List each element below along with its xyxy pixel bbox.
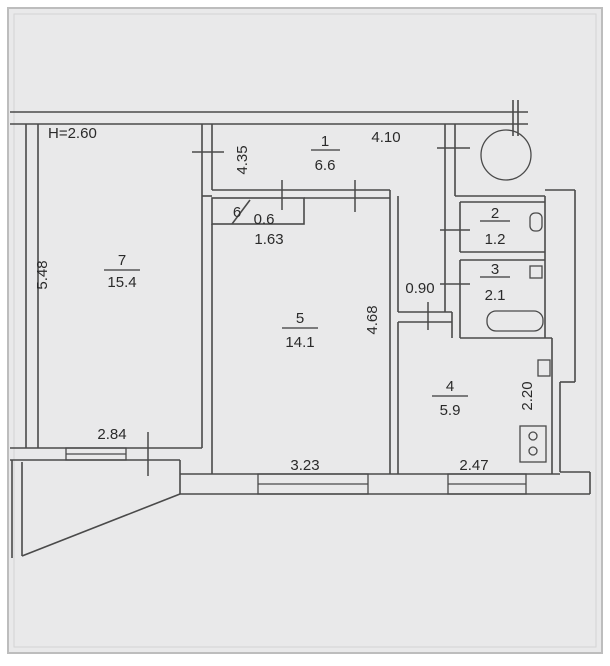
windows	[65, 447, 527, 495]
paper-inner-edge	[13, 13, 597, 648]
room-6-number: 6	[233, 204, 241, 221]
room-label-bars	[104, 149, 510, 397]
door-marks	[147, 147, 470, 476]
stove-icon	[519, 425, 547, 463]
stove-burner-icon	[528, 446, 538, 456]
room-7-number: 7	[118, 252, 126, 269]
room-3-number: 3	[491, 261, 499, 278]
fixtures	[480, 129, 551, 463]
kitchen-sink-icon	[537, 359, 551, 377]
dimension-room5-depth: 4.68	[364, 305, 381, 334]
dimension-hall-width: 4.35	[234, 145, 251, 174]
round-window-icon	[480, 129, 532, 181]
room-4-number: 4	[446, 378, 454, 395]
room-1-number: 1	[321, 133, 329, 150]
dimension-hall-length: 4.10	[371, 129, 400, 146]
room-4-area: 5.9	[440, 402, 461, 419]
dimension-kitchen-width: 2.47	[459, 457, 488, 474]
stove-burner-icon	[528, 431, 538, 441]
dimension-room7-width: 2.84	[97, 426, 126, 443]
bathtub-icon	[486, 310, 544, 332]
room-3-area: 2.1	[485, 287, 506, 304]
room-5-number: 5	[296, 310, 304, 327]
room-1-area: 6.6	[315, 157, 336, 174]
room-7-area: 15.4	[107, 274, 136, 291]
dimension-closet-width: 1.63	[254, 231, 283, 248]
room-2-area: 1.2	[485, 231, 506, 248]
ceiling-height-label: H=2.60	[48, 125, 97, 142]
dimension-passage-width: 0.90	[405, 280, 434, 297]
room-5-area: 14.1	[285, 334, 314, 351]
dimension-kitchen-depth: 2.20	[519, 381, 536, 410]
room-6-area: 0.6	[254, 211, 275, 228]
room-2-number: 2	[491, 205, 499, 222]
dimension-room7-depth: 5.48	[34, 260, 51, 289]
toilet-icon	[529, 212, 543, 232]
dimension-room5-width: 3.23	[290, 457, 319, 474]
sink-icon	[529, 265, 543, 279]
walls	[10, 100, 591, 558]
